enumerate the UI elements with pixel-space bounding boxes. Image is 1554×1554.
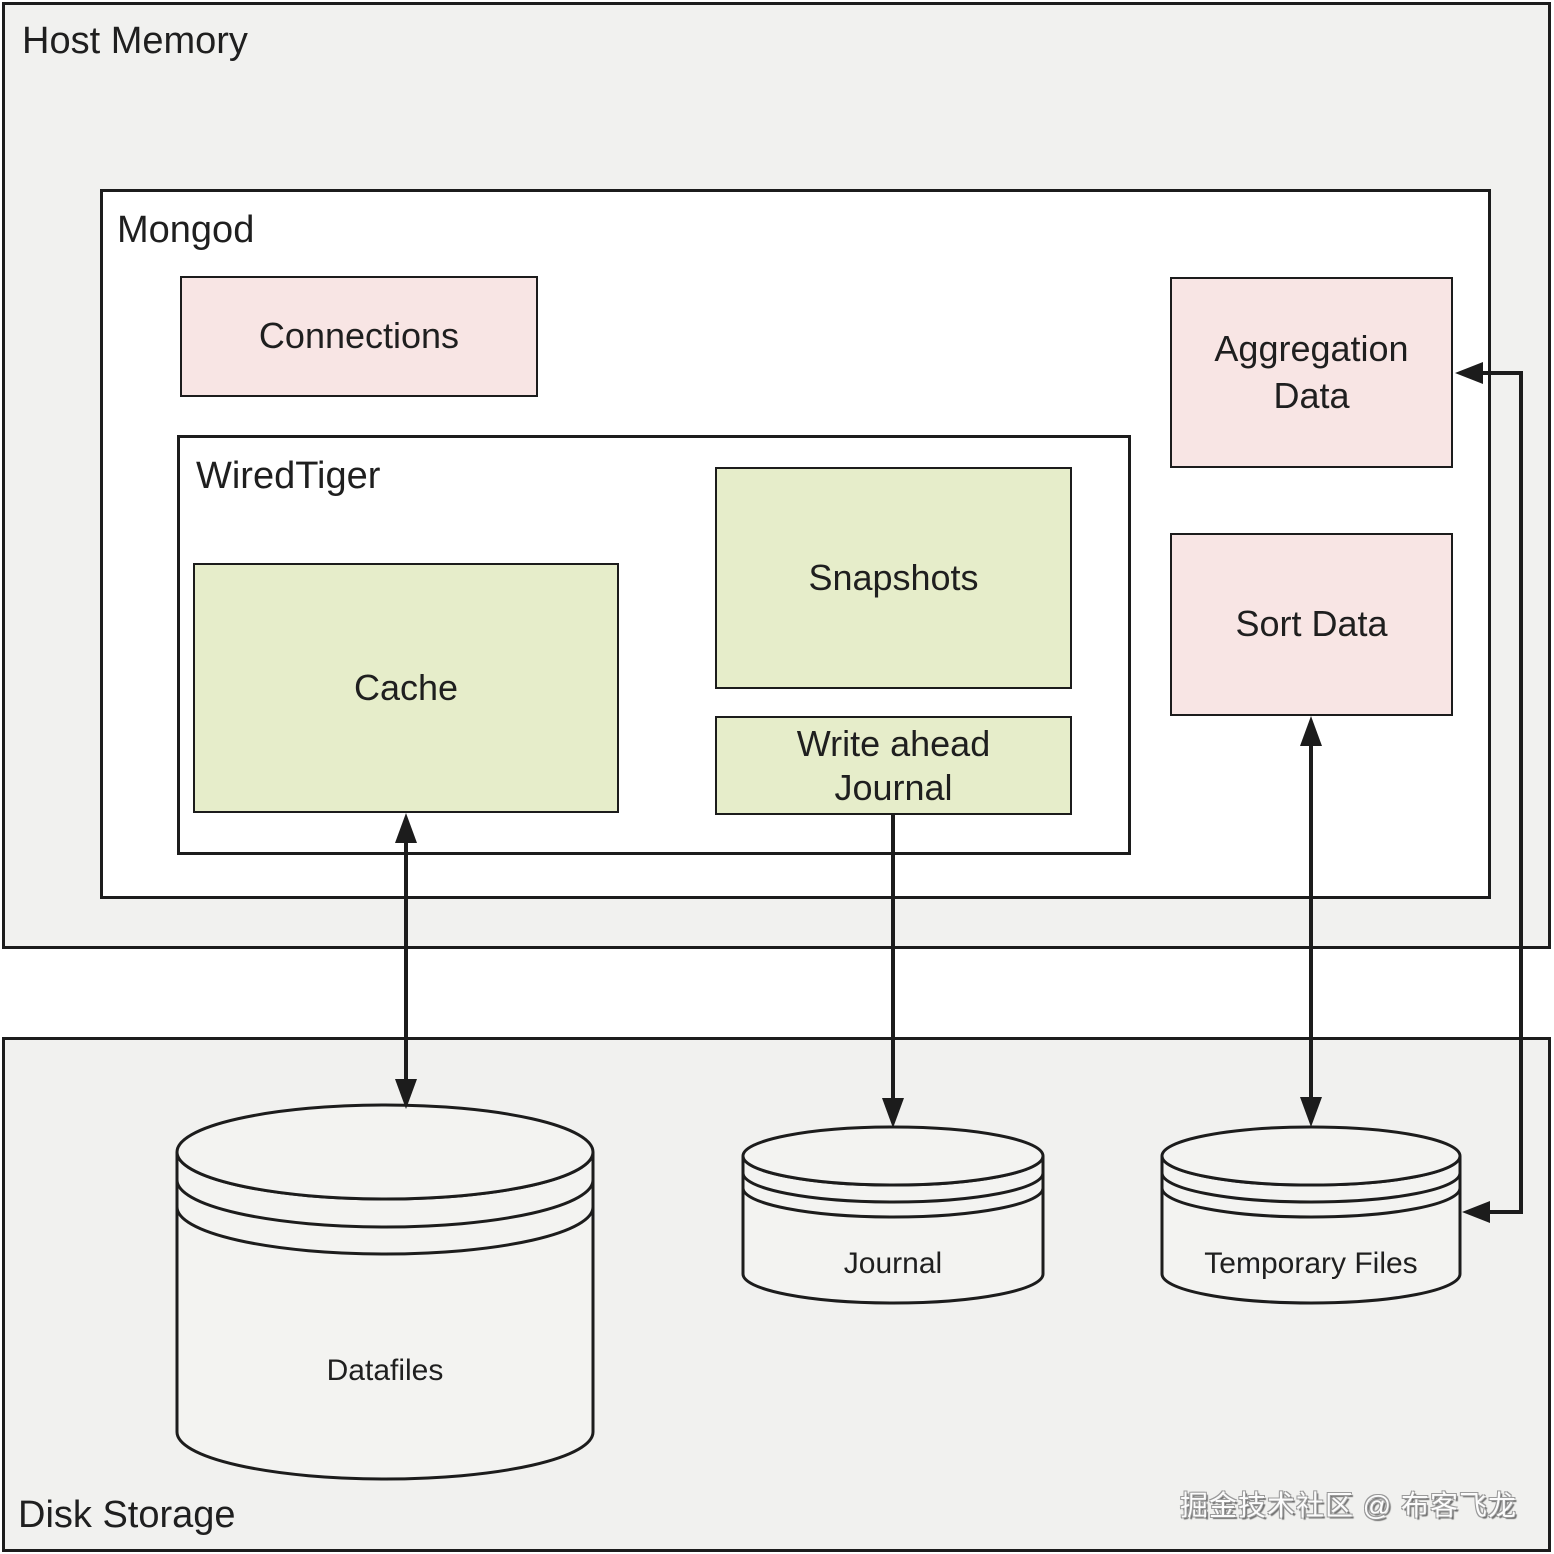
wiredtiger-label: WiredTiger (196, 455, 381, 497)
snapshots-label: Snapshots (808, 556, 979, 598)
aggregation-data-block: Aggregation Data (1170, 277, 1453, 468)
write-ahead-journal-block: Write ahead Journal (715, 716, 1072, 815)
host-memory-label: Host Memory (22, 20, 248, 62)
sort-data-label: Sort Data (1235, 603, 1388, 645)
aggregation-data-label: Aggregation Data (1214, 327, 1409, 416)
disk-storage-box (2, 1037, 1551, 1552)
write-ahead-journal-label: Write ahead Journal (796, 723, 991, 808)
cache-block: Cache (193, 563, 619, 813)
sort-data-block: Sort Data (1170, 533, 1453, 716)
snapshots-block: Snapshots (715, 467, 1072, 689)
cache-label: Cache (353, 666, 459, 708)
connections-block: Connections (180, 276, 538, 397)
watermark-text: 掘金技术社区 @ 布客飞龙 (1180, 1490, 1517, 1521)
disk-storage-label: Disk Storage (18, 1494, 236, 1536)
connections-label: Connections (258, 315, 460, 357)
mongod-label: Mongod (117, 209, 255, 251)
